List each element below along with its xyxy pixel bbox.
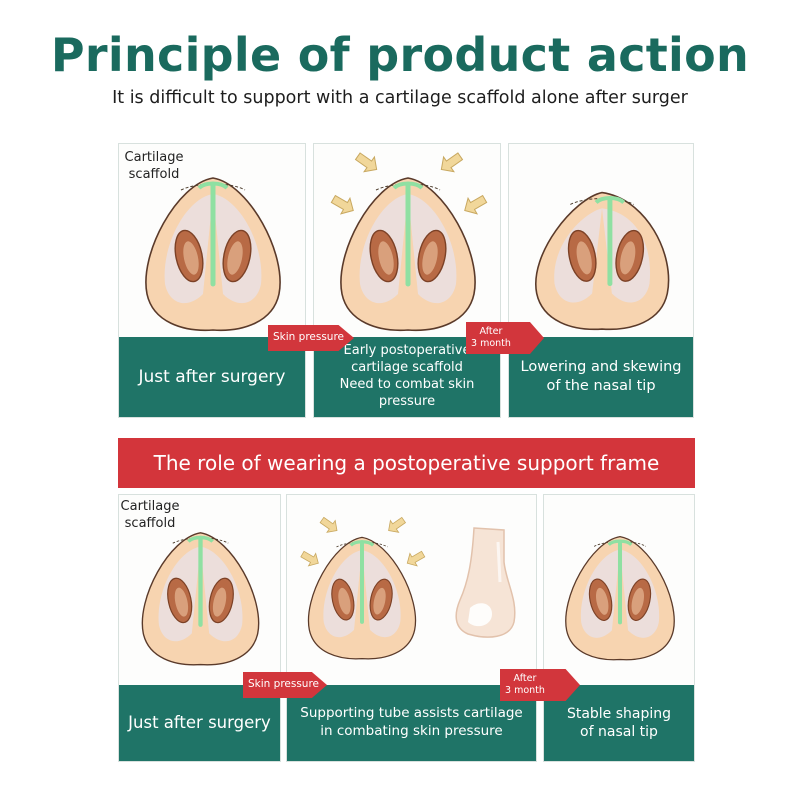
pressure-arrow-icon: [388, 516, 407, 533]
nasal-splint-icon: [455, 527, 516, 638]
page-title: Principle of product action: [50, 28, 750, 82]
support-frame-banner: The role of wearing a postoperative supp…: [118, 438, 695, 488]
skin-pressure-arrow-bottom: Skin pressure: [243, 672, 327, 698]
pressure-arrow-icon: [319, 516, 338, 533]
panel-bottom-3: Stable shaping of nasal tip: [543, 494, 695, 762]
scaffold-label-top: Cartilage scaffold: [124, 150, 184, 182]
caption-bottom-2: Supporting tube assists cartilage in com…: [287, 685, 536, 761]
nose-diagram: [565, 535, 675, 661]
after-3-month-arrow-top: After 3 month: [466, 322, 544, 354]
panel-bottom-1: Just after surgery: [118, 494, 281, 762]
pressure-arrow-icon: [300, 550, 319, 567]
page-subtitle: It is difficult to support with a cartil…: [112, 88, 688, 108]
caption-top-3: Lowering and skewing of the nasal tip: [509, 337, 693, 417]
panel-top-3: Lowering and skewing of the nasal tip: [508, 143, 694, 418]
nose-diagram: [535, 191, 670, 331]
pressure-arrow-icon: [406, 550, 426, 567]
nose-diagram: [145, 177, 281, 332]
nose-diagram: [330, 152, 488, 332]
scaffold-label-bottom: Cartilage scaffold: [120, 499, 180, 531]
caption-bottom-3: Stable shaping of nasal tip: [544, 685, 694, 761]
nose-diagram: [141, 532, 260, 666]
nose-diagram: [300, 516, 426, 660]
panel-bottom-2: Supporting tube assists cartilage in com…: [286, 494, 537, 762]
panel-top-2: Early postoperative cartilage scaffold N…: [313, 143, 501, 418]
pressure-arrow-icon: [330, 194, 354, 215]
panel-top-1: Just after surgery: [118, 143, 306, 418]
after-3-month-arrow-bottom: After 3 month: [500, 669, 580, 701]
pressure-arrow-icon: [354, 152, 378, 173]
skin-pressure-arrow-top: Skin pressure: [268, 325, 354, 351]
pressure-arrow-icon: [440, 152, 464, 173]
pressure-arrow-icon: [464, 194, 488, 215]
